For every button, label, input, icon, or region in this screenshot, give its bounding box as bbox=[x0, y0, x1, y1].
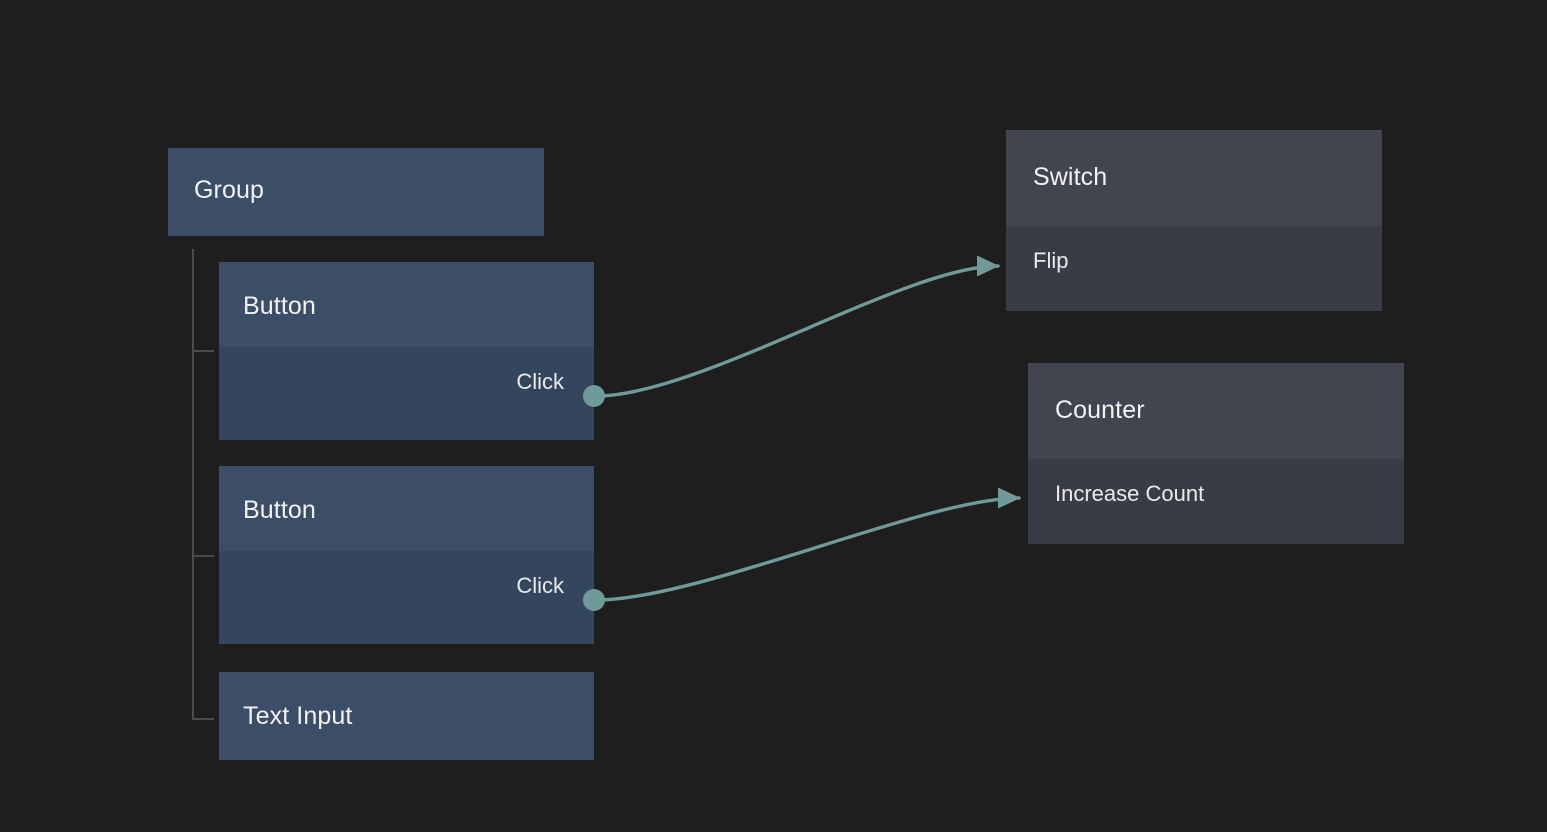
node-button-two[interactable]: Button Click bbox=[219, 466, 605, 644]
node-button-two-body[interactable]: Click bbox=[219, 551, 594, 644]
node-button-two-port-label: Click bbox=[516, 573, 564, 598]
node-group-title: Group bbox=[194, 176, 264, 204]
tree-trunk-line bbox=[192, 249, 194, 720]
node-counter-title: Counter bbox=[1055, 396, 1145, 424]
port-dot-button-one-click[interactable] bbox=[583, 385, 605, 407]
node-switch[interactable]: Switch Flip bbox=[1006, 130, 1382, 311]
node-button-two-header[interactable]: Button bbox=[219, 466, 594, 551]
node-switch-body[interactable]: Flip bbox=[1006, 226, 1382, 311]
node-button-one-title: Button bbox=[243, 292, 316, 320]
node-counter-body[interactable]: Increase Count bbox=[1028, 459, 1404, 544]
node-group-header[interactable]: Group bbox=[168, 148, 544, 236]
node-button-one[interactable]: Button Click bbox=[219, 262, 605, 440]
node-counter-action-label: Increase Count bbox=[1055, 481, 1205, 506]
edge-button-two-to-counter[interactable] bbox=[594, 487, 1021, 602]
node-button-two-title: Button bbox=[243, 496, 316, 524]
node-button-one-body[interactable]: Click bbox=[219, 347, 594, 440]
node-text-input-header[interactable]: Text Input bbox=[219, 672, 594, 760]
node-switch-action-label: Flip bbox=[1033, 248, 1069, 273]
node-button-one-header[interactable]: Button bbox=[219, 262, 594, 347]
port-dot-button-two-click[interactable] bbox=[583, 589, 605, 611]
tree-branch-text-input bbox=[192, 718, 214, 720]
node-text-input[interactable]: Text Input bbox=[219, 672, 594, 760]
node-group[interactable]: Group bbox=[168, 148, 544, 236]
node-counter[interactable]: Counter Increase Count bbox=[1028, 363, 1404, 544]
edge-button-one-to-switch[interactable] bbox=[594, 255, 1000, 398]
node-switch-header[interactable]: Switch bbox=[1006, 130, 1382, 226]
node-counter-header[interactable]: Counter bbox=[1028, 363, 1404, 459]
node-button-one-port-label: Click bbox=[516, 369, 564, 394]
node-text-input-title: Text Input bbox=[243, 702, 353, 730]
tree-branch-button-one bbox=[192, 350, 214, 352]
tree-branch-button-two bbox=[192, 555, 214, 557]
node-switch-title: Switch bbox=[1033, 163, 1108, 191]
